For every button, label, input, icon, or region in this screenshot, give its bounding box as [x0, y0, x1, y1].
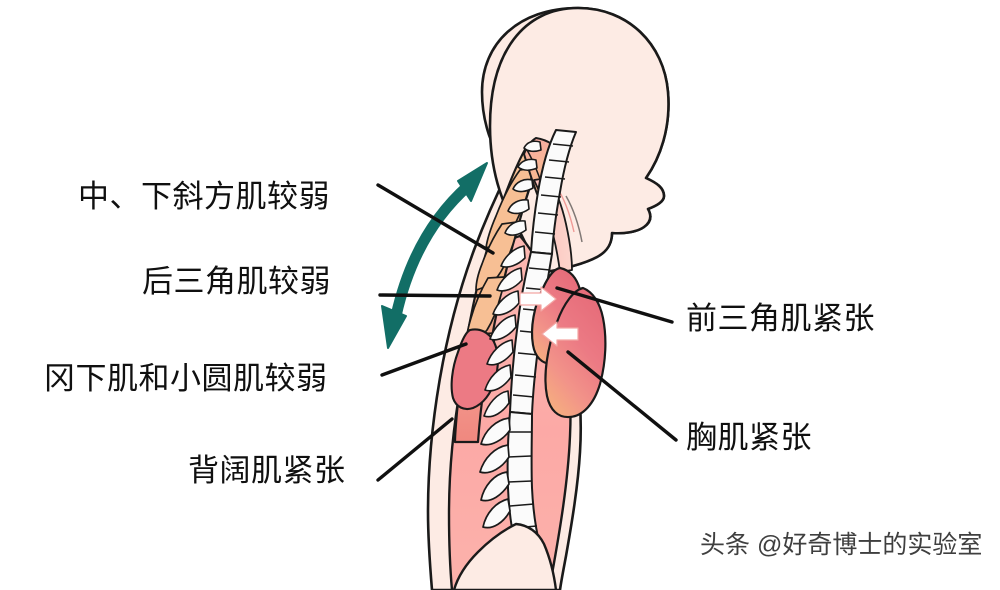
leader-line-pectoralis	[566, 350, 678, 442]
green-double-headed-curved-arrow	[381, 162, 488, 349]
label-mid-lower-trapezius: 中、下斜方肌较弱	[78, 179, 330, 214]
label-latissimus-dorsi: 背阔肌紧张	[188, 453, 346, 488]
source-watermark: 头条 @好奇博士的实验室	[700, 531, 983, 559]
pelvis-sacrum	[452, 522, 558, 590]
leader-lines	[376, 183, 678, 482]
leader-line-anterior-deltoid	[555, 286, 674, 324]
leader-line-infraspinatus-teres-minor	[380, 342, 468, 377]
label-infraspinatus-teres-minor: 冈下肌和小圆肌较弱	[44, 361, 328, 396]
white-arrow-lower	[541, 321, 579, 347]
cervical-vertebrae	[504, 129, 577, 255]
label-anterior-deltoid: 前三角肌紧张	[686, 301, 875, 336]
leader-line-latissimus-dorsi	[376, 417, 454, 482]
white-arrow-upper	[519, 286, 557, 312]
leader-line-mid-lower-trapezius	[376, 183, 495, 255]
leader-line-posterior-deltoid	[378, 293, 492, 298]
label-posterior-deltoid: 后三角肌较弱	[142, 264, 331, 299]
label-pectoralis: 胸肌紧张	[686, 420, 812, 455]
lumbar-vertebrae	[479, 411, 541, 549]
